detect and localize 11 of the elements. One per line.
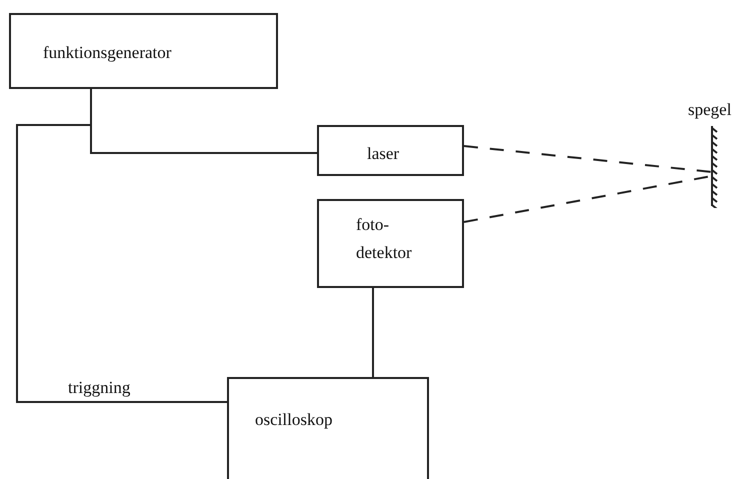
device-box: [227, 377, 429, 479]
device-label: oscilloskop: [255, 409, 334, 431]
laser-beam: [464, 145, 712, 173]
device-label: laser: [367, 143, 400, 165]
device-box: [317, 125, 464, 176]
mirror-label: spegel: [688, 100, 732, 120]
device-label: foto- detektor: [356, 214, 413, 264]
device-box: [317, 199, 464, 288]
device-box: [9, 13, 278, 89]
cable-line: [372, 288, 374, 377]
device-label: funktionsgenerator: [43, 42, 172, 64]
